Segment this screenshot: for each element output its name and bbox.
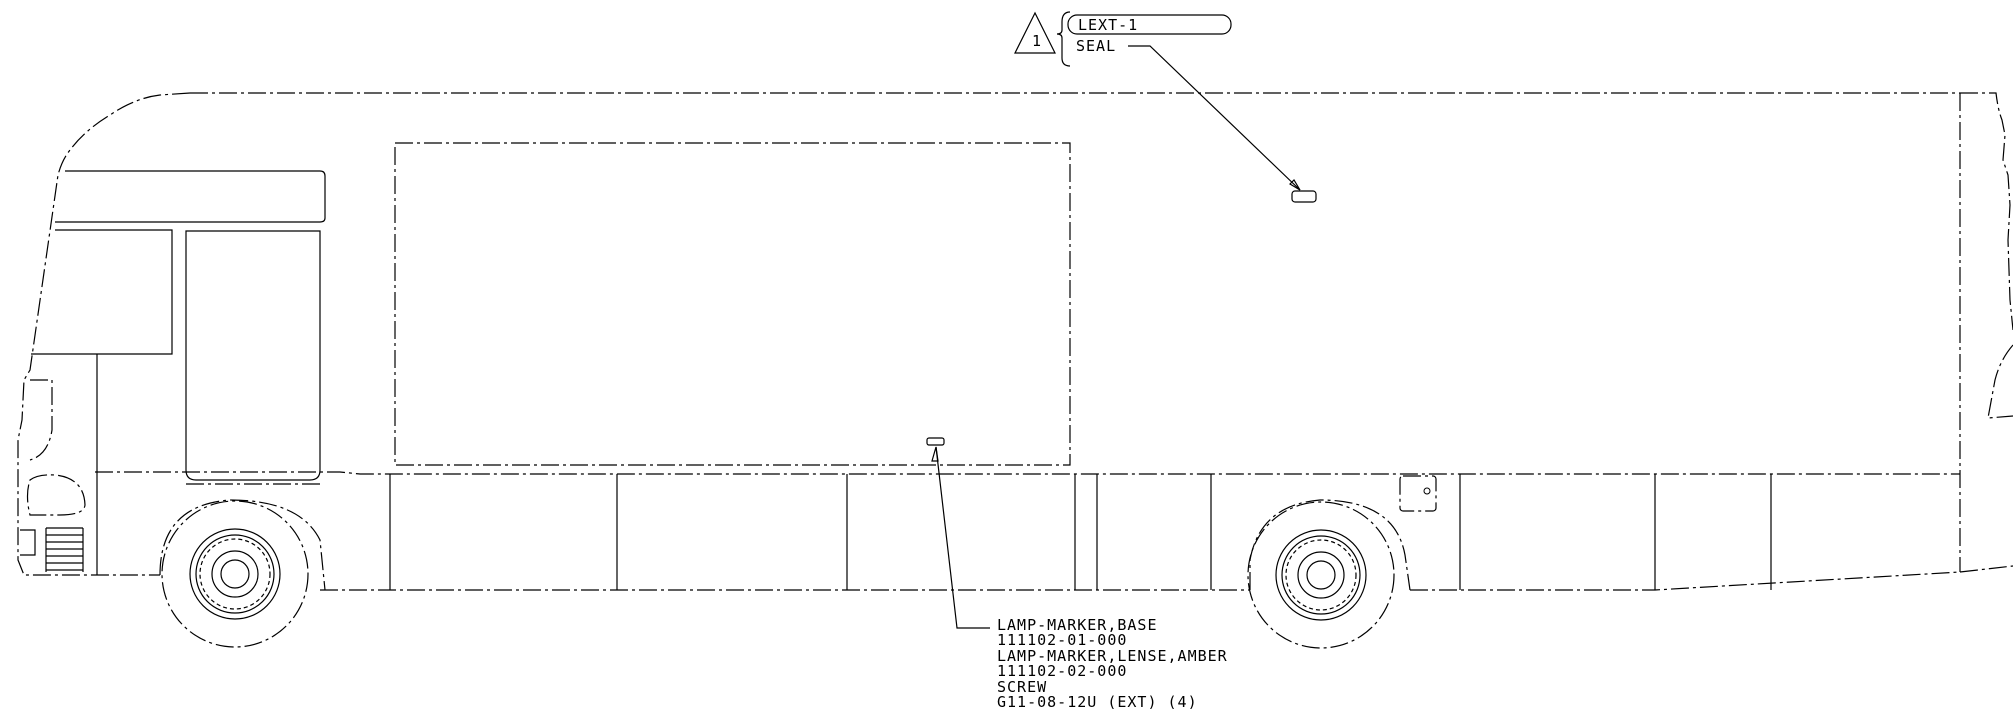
rear-profile (1960, 92, 2013, 331)
seal-label: SEAL (1076, 37, 1116, 55)
seal-arrowhead (1289, 179, 1301, 191)
cab-front-profile (17, 92, 191, 576)
lamp-arrowhead (931, 446, 939, 462)
revision-mark: 1 (1032, 32, 1042, 50)
front-wheel-arch (159, 499, 326, 591)
callout-line-4: 111102-02-000 (997, 662, 1127, 680)
cab-side-window (31, 229, 173, 355)
front-grille (20, 527, 84, 572)
callout-brace (1056, 11, 1071, 67)
headlamp (26, 474, 86, 516)
fuel-filler-cap (1423, 487, 1431, 495)
seal-callout: 1 LEXT-1 SEAL (1014, 11, 1317, 203)
revision-triangle-icon (1014, 11, 1056, 54)
callout-line-1: LAMP-MARKER,BASE (997, 616, 1158, 634)
front-wheel (161, 500, 309, 648)
callout-line-5: SCREW (997, 678, 1047, 696)
vehicle-body (17, 92, 2013, 591)
rear-wheel-arch (1249, 499, 1411, 591)
sill-rear (1410, 571, 1961, 591)
seal-leader-line (1128, 45, 1301, 191)
rear-lower (1987, 344, 2013, 419)
seal-part (1291, 190, 1317, 203)
callout-line-2: 111102-01-000 (997, 631, 1127, 649)
item-tag-box (1067, 14, 1232, 35)
side-panel-window (394, 142, 1071, 466)
rear-wheel (1247, 501, 1395, 649)
lamp-leader-line (935, 446, 990, 629)
side-skirt-top (95, 471, 1960, 475)
lamp-marker-part (926, 437, 945, 446)
cab-roof-fairing (55, 170, 326, 223)
callout-line-3: LAMP-MARKER,LENSE,AMBER (997, 647, 1228, 665)
callout-line-6: G11-08-12U (EXT) (4) (997, 693, 1198, 711)
rear-bumper (1959, 565, 2013, 573)
side-compartment-panels (389, 474, 1772, 590)
item-tag: LEXT-1 (1078, 16, 1138, 34)
lamp-marker-callout: LAMP-MARKER,BASE 111102-01-000 LAMP-MARK… (926, 437, 1228, 711)
mirror (29, 379, 53, 461)
cab-door (185, 230, 321, 481)
fuel-filler-door (1399, 475, 1437, 512)
